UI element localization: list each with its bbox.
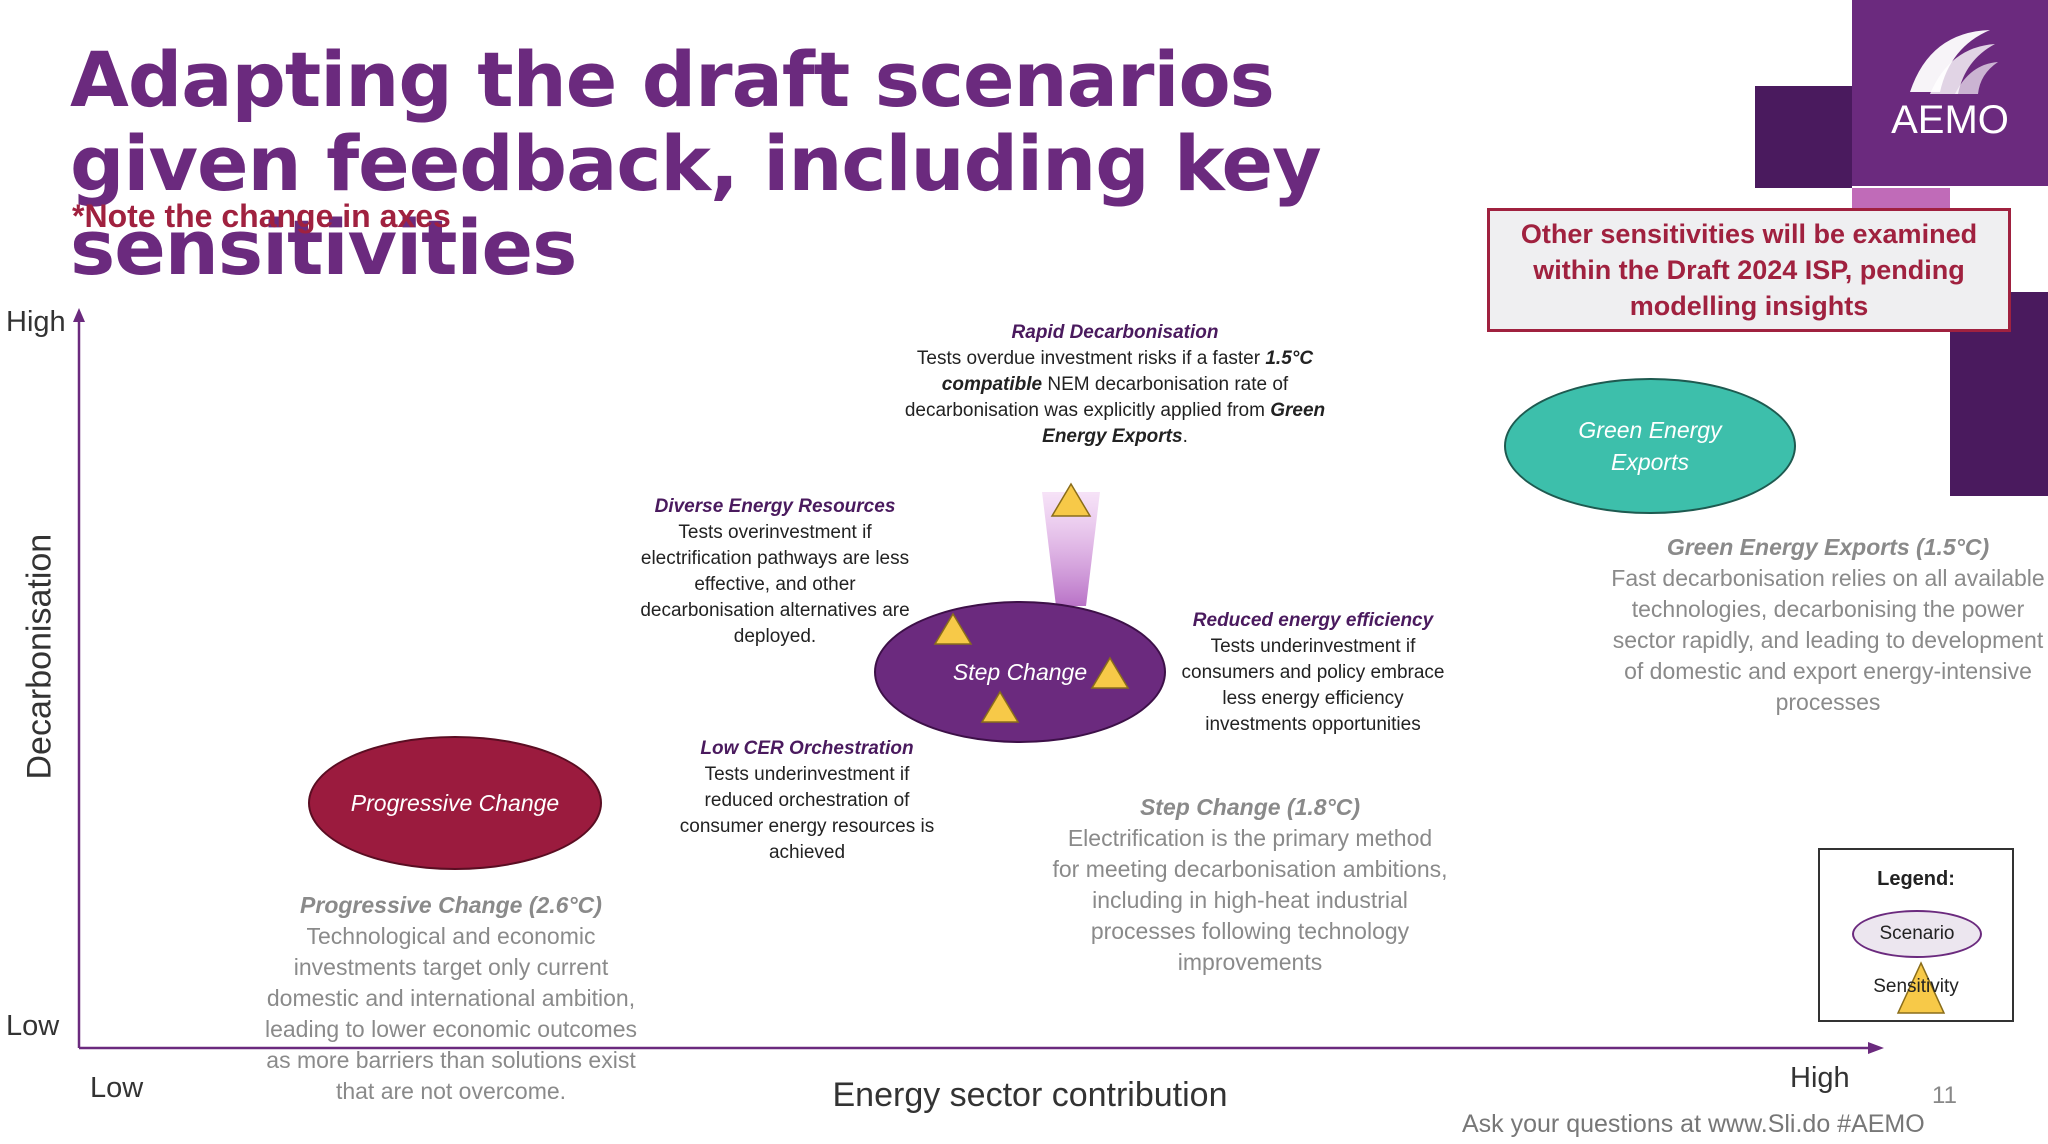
axes-note: *Note the change in axes [72,198,451,234]
legend-title: Legend: [1877,868,1955,890]
sensitivity-triangle-icon [1090,656,1130,689]
footer-questions: Ask your questions at www.Sli.do #AEMO [1462,1110,1925,1138]
sensitivity-text: Tests underinvestment if consumers and p… [1181,636,1445,735]
scenario-green-label: Green Energy Exports [1578,417,1722,475]
scenario-green-energy-exports: Green Energy Exports [1504,378,1796,514]
aemo-logo-icon [1910,30,1998,94]
sensitivity-low-cer-orchestration: Low CER Orchestration Tests underinvestm… [672,736,942,866]
desc-progressive-change: Progressive Change (2.6°C) Technological… [250,890,652,1107]
x-axis-high-label: High [1790,1062,1850,1094]
legend-sensitivity-triangle-icon [1896,961,1946,1014]
sensitivity-reduced-energy-efficiency: Reduced energy efficiency Tests underinv… [1170,608,1456,738]
sensitivity-triangle-icon [980,690,1020,723]
sensitivity-text: Tests overinvestment if electrification … [640,522,910,647]
sensitivity-triangle-icon [933,612,973,645]
sensitivity-rapid-decarbonisation: Rapid Decarbonisation Tests overdue inve… [890,320,1340,450]
sensitivities-callout: Other sensitivities will be examined wit… [1487,208,2011,332]
desc-text: Fast decarbonisation relies on all avail… [1611,565,2045,715]
sensitivity-title: Rapid Decarbonisation [1011,322,1219,343]
sensitivity-diverse-energy-resources: Diverse Energy Resources Tests overinves… [630,494,920,650]
sensitivity-title: Reduced energy efficiency [1192,610,1434,631]
desc-green-energy-exports: Green Energy Exports (1.5°C) Fast decarb… [1610,532,2046,718]
desc-step-change: Step Change (1.8°C) Electrification is t… [1052,792,1448,978]
page-number: 11 [1932,1082,1957,1109]
scenario-progressive-change: Progressive Change [308,736,602,870]
slide-title: Adapting the draft scenarios given feedb… [70,35,1322,292]
sensitivity-title: Diverse Energy Resources [654,496,896,517]
x-axis-title: Energy sector contribution [832,1076,1228,1114]
y-axis-high-label: High [6,306,66,338]
y-axis-low-label: Low [6,1010,60,1042]
x-axis-low-label: Low [90,1072,144,1104]
y-axis-title: Decarbonisation [20,533,59,780]
logo-text: AEMO [1891,98,2009,142]
sensitivity-text: Tests overdue investment risks if a fast… [904,348,1326,447]
sensitivity-title: Low CER Orchestration [700,738,914,759]
desc-title: Progressive Change (2.6°C) [300,892,602,918]
desc-text: Electrification is the primary method fo… [1052,825,1448,975]
legend-scenario: Scenario [1852,910,1982,958]
desc-title: Green Energy Exports (1.5°C) [1666,534,1990,560]
brand-strip-pink [1852,188,1950,208]
desc-text: Technological and economic investments t… [264,923,638,1104]
sensitivity-triangle-icon [1050,482,1092,517]
desc-title: Step Change (1.8°C) [1139,794,1361,820]
legend: Legend: Scenario Sensitivity [1818,848,2014,1022]
sensitivity-text: Tests underinvestment if reduced orchest… [679,764,935,863]
legend-sensitivity: Sensitivity [1873,976,1959,997]
brand-block-dark [1755,86,1852,188]
